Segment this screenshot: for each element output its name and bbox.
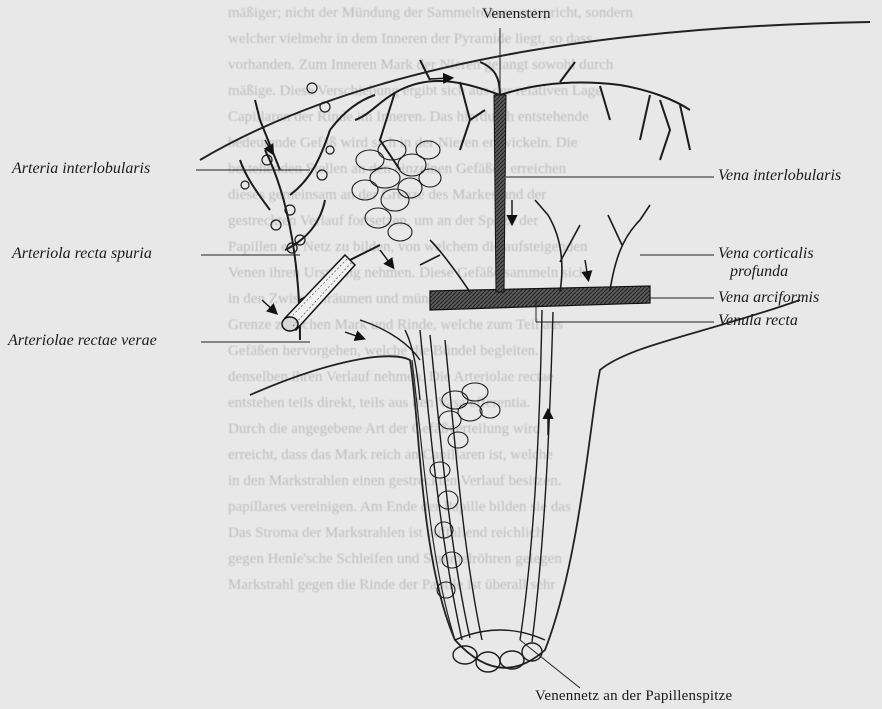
- label-arteria-interlobularis: Arteria interlobularis: [12, 160, 150, 178]
- label-vena-arciformis: Vena arciformis: [718, 289, 819, 307]
- label-venula-recta: Venula recta: [718, 312, 798, 330]
- vena-corticalis-profunda-branches: [420, 200, 650, 292]
- label-venennetz-papillenspitze: Venennetz an der Papillenspitze: [535, 688, 732, 705]
- papilla-outline: [250, 300, 800, 668]
- label-profunda: profunda: [730, 263, 788, 281]
- capillary-cluster-medulla: [430, 383, 500, 598]
- vena-arciformis: [430, 286, 650, 310]
- vasa-recta: [360, 310, 553, 642]
- label-venenstern: Venenstern: [482, 6, 551, 23]
- glomeruli: [241, 83, 334, 253]
- capillary-cluster-cortex: [352, 140, 441, 241]
- arteriola-recta-spuria: [282, 255, 355, 331]
- label-arteriola-recta-spuria: Arteriola recta spuria: [12, 245, 152, 263]
- label-arteriolae-rectae-verae: Arteriolae rectae verae: [8, 332, 157, 350]
- vena-interlobularis: [494, 95, 506, 292]
- capsule-outline: [200, 22, 870, 160]
- label-vena-corticalis: Vena corticalis: [718, 245, 814, 263]
- label-vena-interlobularis: Vena interlobularis: [718, 167, 841, 185]
